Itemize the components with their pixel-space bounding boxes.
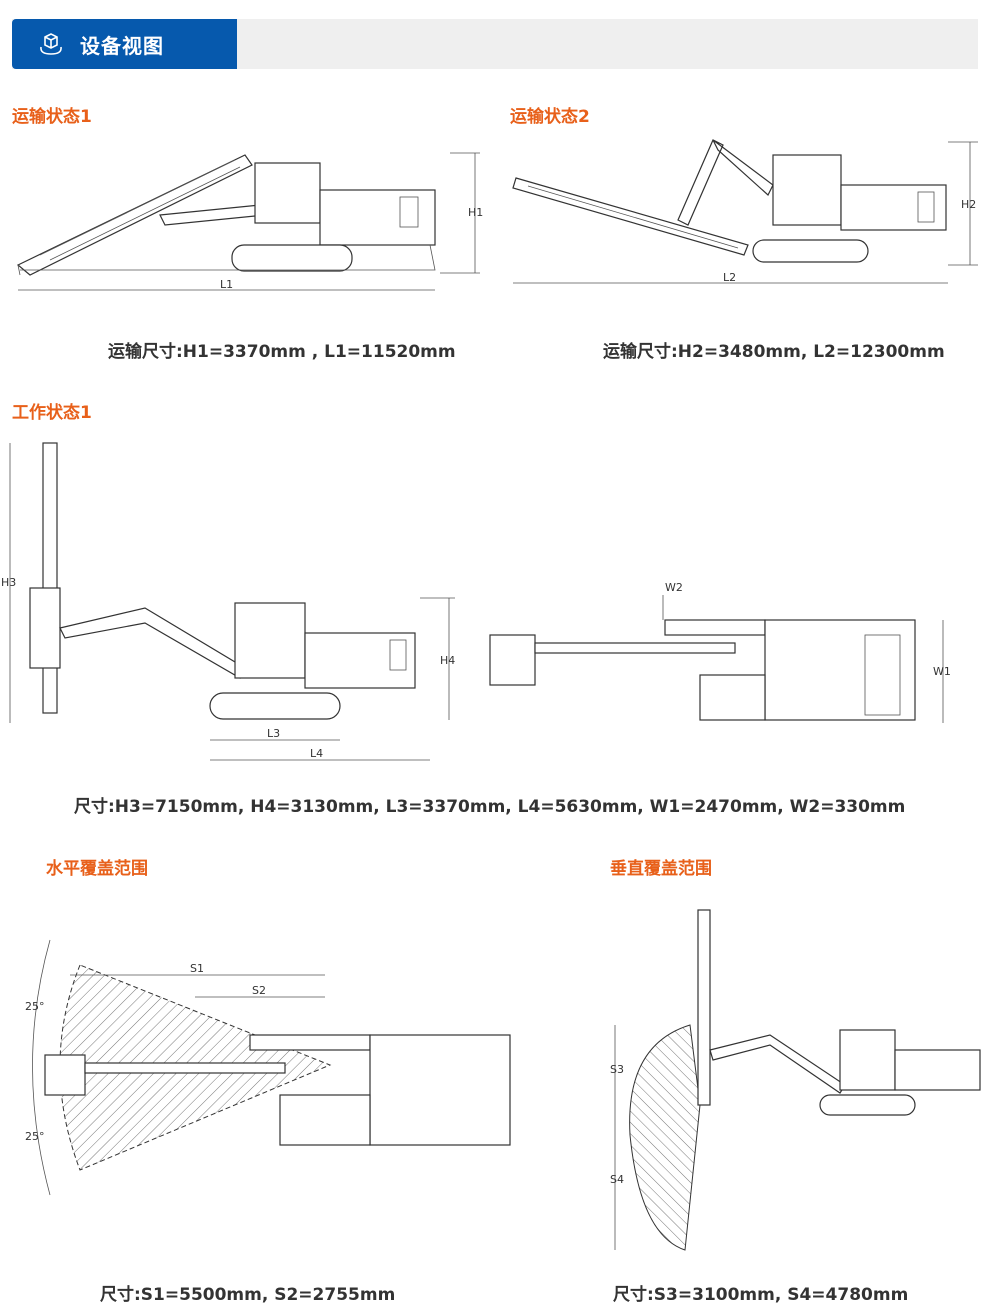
angle-top: 25° <box>25 1000 45 1013</box>
header-title: 设备视图 <box>80 33 164 58</box>
dim-s3: S3 <box>610 1063 624 1076</box>
transport1-caption: 运输尺寸:H1=3370mm , L1=11520mm <box>108 342 456 362</box>
vertical-coverage-drawing: S3 S4 <box>610 909 981 1251</box>
horizontal-caption: 尺寸:S1=5500mm, S2=2755mm <box>100 1285 396 1305</box>
cube-rotate-icon <box>40 33 62 55</box>
dim-w1: W1 <box>933 665 951 678</box>
transport1-title: 运输状态1 <box>12 107 92 127</box>
dim-l3: L3 <box>267 727 280 740</box>
dim-s4: S4 <box>610 1173 624 1186</box>
transport2-drawing: H2 L2 <box>512 139 978 284</box>
horizontal-title: 水平覆盖范围 <box>46 859 148 879</box>
dim-l2: L2 <box>723 271 736 284</box>
transport2-caption: 运输尺寸:H2=3480mm, L2=12300mm <box>603 342 945 362</box>
vertical-caption: 尺寸:S3=3100mm, S4=4780mm <box>613 1285 909 1305</box>
transport1-drawing: H1 L1 <box>16 152 483 291</box>
dim-s1: S1 <box>190 962 204 975</box>
dim-w2: W2 <box>665 581 683 594</box>
dim-s2: S2 <box>252 984 266 997</box>
header-tab: 设备视图 <box>12 19 237 69</box>
horizontal-coverage-drawing: 25° 25° S1 S2 <box>25 939 511 1196</box>
dim-l4: L4 <box>310 747 323 760</box>
section-header: 设备视图 <box>12 19 978 69</box>
dim-h2: H2 <box>961 198 976 211</box>
transport2-title: 运输状态2 <box>510 107 590 127</box>
work1-caption: 尺寸:H3=7150mm, H4=3130mm, L3=3370mm, L4=5… <box>74 797 906 817</box>
dim-l1: L1 <box>220 278 233 291</box>
dim-h4: H4 <box>440 654 455 667</box>
angle-bottom: 25° <box>25 1130 45 1143</box>
work1-top-drawing: W1 W2 <box>489 581 951 723</box>
vertical-title: 垂直覆盖范围 <box>610 859 712 879</box>
dim-h3: H3 <box>1 576 16 589</box>
work1-title: 工作状态1 <box>12 403 92 423</box>
dim-h1: H1 <box>468 206 483 219</box>
work1-side-drawing: H3 H4 L3 L4 <box>1 442 455 761</box>
